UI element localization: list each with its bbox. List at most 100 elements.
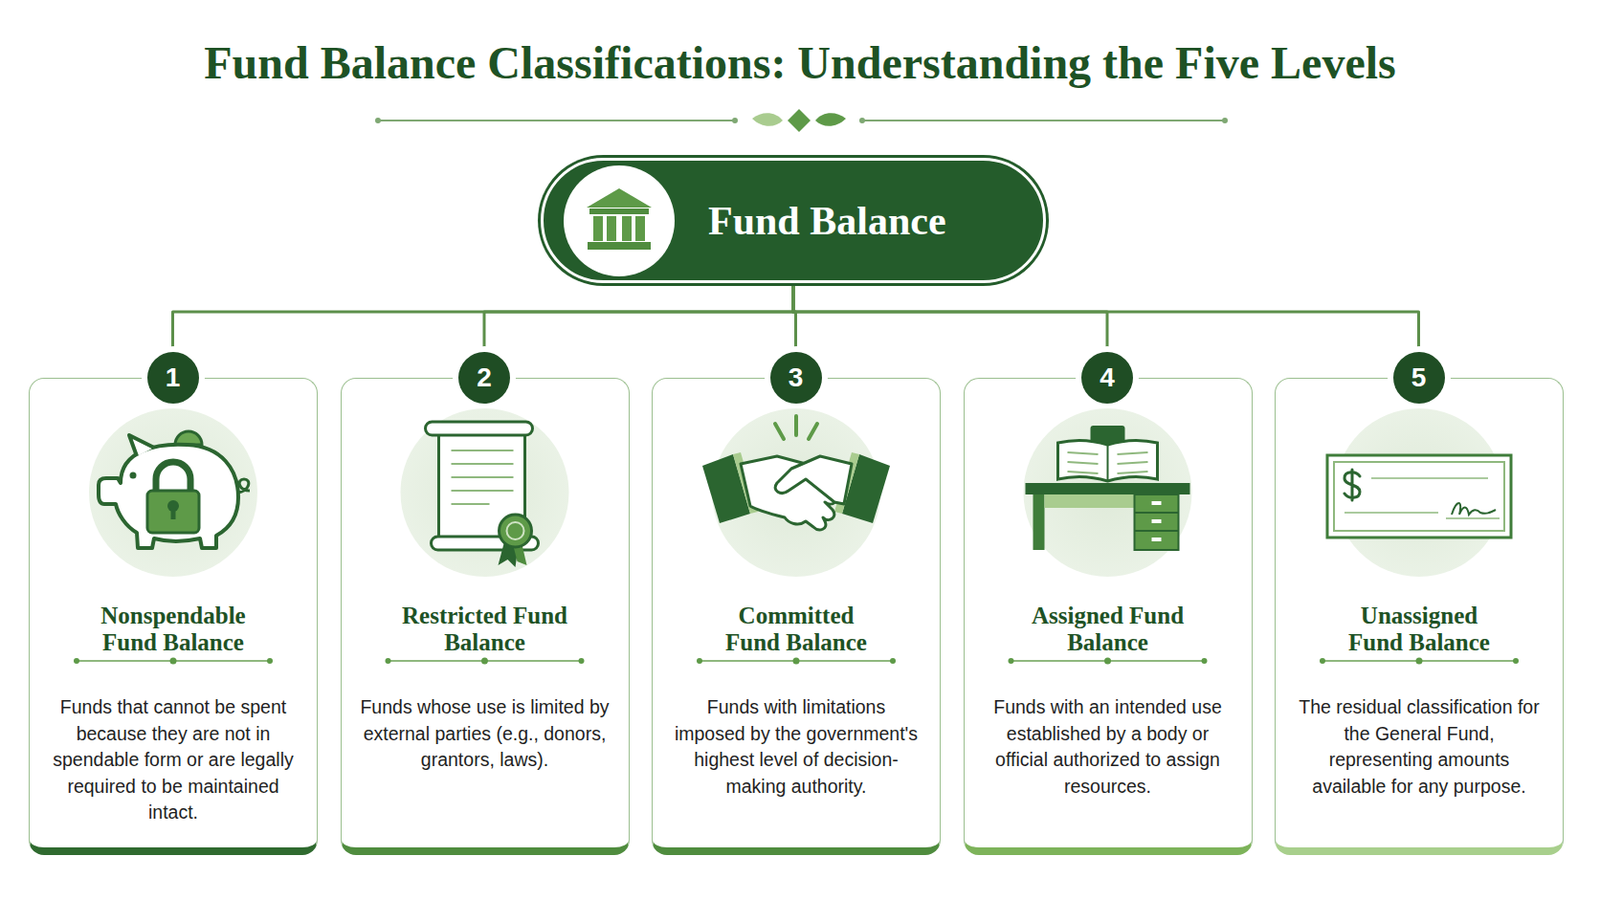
handshake-icon-part	[794, 416, 799, 436]
tree-connector	[173, 283, 795, 353]
root-label: Fund Balance	[708, 198, 947, 245]
title-ornament-part	[375, 117, 381, 124]
scroll-icon-part	[451, 489, 514, 492]
callout-number: 2	[476, 362, 492, 394]
desk-icon-part	[1044, 494, 1135, 509]
icon-backgrounds-part	[88, 408, 258, 578]
check-icon	[1327, 455, 1512, 538]
piggy-bank-icon-part	[238, 479, 250, 493]
classification-card: Committed Fund BalanceFunds with limitat…	[651, 377, 941, 856]
desk-icon-part	[1117, 452, 1149, 455]
callout-number: 3	[788, 362, 804, 394]
scroll-icon-part	[511, 538, 528, 566]
icon-backgrounds	[88, 408, 1504, 578]
scroll-icon	[425, 422, 539, 568]
card-description: Funds whose use is limited by external p…	[341, 694, 629, 775]
desk-icon-part	[1090, 425, 1126, 447]
bank-icon-part	[563, 165, 675, 277]
handshake-icon	[702, 416, 890, 531]
callout-number: 1	[165, 362, 181, 394]
scroll-icon-part	[507, 522, 525, 540]
desk-icon-part	[1134, 530, 1179, 533]
bank-icon-part	[622, 216, 632, 242]
desk-icon-part	[1117, 462, 1149, 465]
title-ornament-part	[787, 109, 811, 133]
desk-icon-part	[1033, 494, 1045, 551]
bank-icon-part	[586, 188, 652, 208]
tree-connector	[793, 283, 1108, 353]
scroll-icon-part	[439, 433, 526, 541]
piggy-bank-icon-part	[167, 500, 179, 512]
bank-icon	[563, 165, 675, 277]
callout-number: 5	[1411, 362, 1427, 394]
scroll-icon-part	[425, 422, 534, 436]
desk-icon-part	[1067, 471, 1099, 474]
card-dividers	[73, 658, 1519, 666]
desk-icon-part	[1134, 511, 1179, 514]
diagram-title: Fund Balance Classifications: Understand…	[0, 36, 1600, 89]
icon-backgrounds-part	[1023, 408, 1193, 578]
card-description: Funds that cannot be spent because they …	[29, 694, 317, 827]
card-dividers-part	[1008, 658, 1208, 666]
desk-icon-part	[1134, 494, 1179, 551]
piggy-bank-icon	[98, 431, 250, 549]
handshake-icon-part	[775, 423, 784, 440]
card-dividers-part	[73, 658, 273, 666]
number-badge: 3	[770, 352, 823, 404]
check-icon-part	[1344, 469, 1360, 501]
desk-icon-part	[1067, 452, 1099, 455]
scroll-icon-part	[451, 449, 514, 452]
title-ornament-part	[752, 112, 783, 127]
card-heading: Unassigned Fund Balance	[1334, 602, 1504, 657]
handshake-icon-part	[740, 456, 837, 531]
desk-icon-part	[1067, 462, 1099, 465]
piggy-bank-icon-part	[175, 431, 202, 445]
handshake-icon-part	[775, 456, 852, 505]
tree-connector	[793, 283, 1420, 353]
card-dividers-part	[1319, 658, 1519, 666]
card-dividers-part	[696, 658, 896, 666]
tree-connector	[484, 283, 794, 353]
desk-icon-part	[1152, 501, 1162, 506]
title-ornament	[375, 109, 1228, 133]
piggy-bank-icon-part	[129, 435, 155, 457]
card-heading: Assigned Fund Balance	[1023, 602, 1193, 657]
scroll-icon-part	[451, 463, 514, 466]
number-badge: 5	[1393, 352, 1445, 404]
desk-icon-part	[1152, 537, 1162, 542]
title-ornament-part	[377, 119, 735, 122]
classification-card: Nonspendable Fund BalanceFunds that cann…	[28, 377, 318, 856]
piggy-bank-icon-part	[130, 472, 137, 480]
card-heading: Nonspendable Fund Balance	[88, 602, 258, 657]
check-icon-part	[1451, 503, 1496, 515]
card-description: Funds with limitations imposed by the go…	[652, 694, 940, 800]
title-ornament-part	[1222, 117, 1228, 124]
card-heading: Restricted Fund Balance	[400, 602, 570, 657]
scroll-icon-part	[499, 514, 533, 548]
scroll-icon-part	[431, 536, 539, 551]
title-ornament-part	[859, 117, 866, 124]
classification-card: Assigned Fund BalanceFunds with an inten…	[963, 377, 1253, 856]
card-dividers-part	[385, 658, 585, 666]
title-ornament-part	[732, 117, 738, 124]
bank-icon-part	[589, 208, 649, 215]
desk-icon	[1025, 425, 1191, 551]
bank-icon-part	[593, 216, 603, 242]
check-icon-part	[1344, 511, 1439, 514]
piggy-bank-icon-part	[147, 490, 200, 534]
desk-icon-part	[1025, 483, 1191, 495]
number-badge: 1	[147, 352, 200, 404]
piggy-bank-icon-part	[155, 462, 191, 493]
bank-icon-part	[635, 216, 645, 242]
piggy-bank-icon-part	[171, 507, 177, 520]
handshake-icon-part	[808, 423, 818, 440]
check-icon-part	[1445, 517, 1500, 520]
icon-backgrounds-part	[1334, 408, 1504, 578]
scroll-icon-part	[498, 536, 520, 568]
scroll-icon-part	[451, 503, 490, 506]
title-ornament-part	[815, 112, 846, 127]
desk-icon-part	[1107, 444, 1110, 482]
classification-card: Restricted Fund BalanceFunds whose use i…	[340, 377, 630, 856]
